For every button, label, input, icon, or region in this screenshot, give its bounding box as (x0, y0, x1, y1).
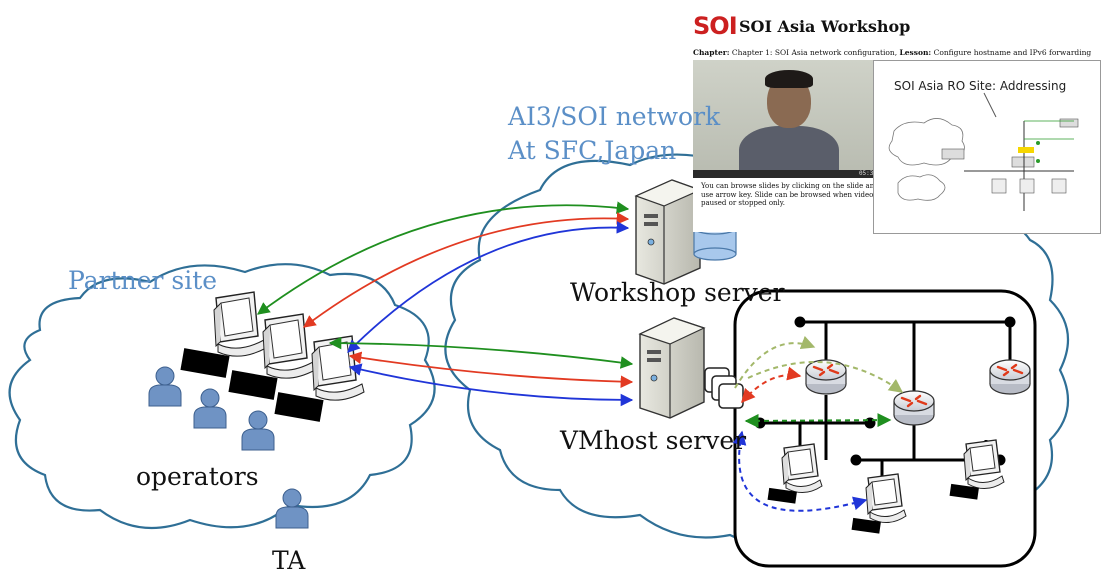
soi-logo: SOI (693, 12, 738, 40)
slide-diagram (888, 92, 1079, 211)
arrow-red-workshop (302, 212, 630, 328)
dashed-arrow-red (741, 366, 802, 404)
ai3-network-label: AI3/SOI network (508, 102, 721, 131)
vmhost-server-label: VMhost server (560, 426, 747, 455)
arrow-red-vmhost (348, 351, 634, 388)
workstation-icon (213, 291, 267, 357)
dashed-arrow-green (744, 413, 892, 428)
arrow-blue-workshop (347, 221, 630, 353)
operator-person-icon (148, 366, 182, 407)
slide-panel[interactable]: SOI Asia RO Site: Addressing (873, 60, 1101, 234)
vmhost-server-icon (638, 317, 706, 419)
workshop-server-label: Workshop server (570, 278, 785, 307)
router-icon (988, 358, 1032, 396)
keyboard-icon (180, 348, 230, 378)
partner-site-label: Partner site (68, 266, 218, 295)
chapter-line: Chapter: Chapter 1: SOI Asia network con… (693, 48, 1092, 57)
presenter-body (739, 126, 839, 178)
browse-hint: You can browse slides by clicking on the… (701, 182, 882, 207)
slide-title: SOI Asia RO Site: Addressing (894, 79, 1067, 93)
operators-label: operators (136, 462, 259, 491)
presenter-hair (765, 70, 813, 88)
partner-site-cloud (8, 263, 436, 530)
video-player[interactable]: 05:32 (693, 60, 885, 178)
operator-workstations (180, 291, 365, 422)
keyboard-icon (228, 370, 278, 400)
operator-person-icon (241, 410, 275, 451)
arrow-blue-vmhost (348, 363, 634, 407)
workshop-server-icon (634, 179, 702, 285)
workshop-title: SOI Asia Workshop (739, 17, 911, 36)
router-icon (892, 389, 936, 427)
ai3-location-label: At SFC,Japan (508, 136, 677, 165)
video-controls[interactable]: 05:32 (693, 170, 885, 178)
ta-label: TA (272, 546, 306, 575)
keyboard-icon (274, 392, 324, 422)
operator-person-icon (193, 388, 227, 429)
arrow-green-vmhost (328, 336, 634, 369)
workshop-screenshot: SOI SOI Asia Workshop Chapter: Chapter 1… (693, 12, 1101, 234)
ta-person-icon (275, 488, 309, 529)
lab-network-box (733, 289, 1037, 568)
